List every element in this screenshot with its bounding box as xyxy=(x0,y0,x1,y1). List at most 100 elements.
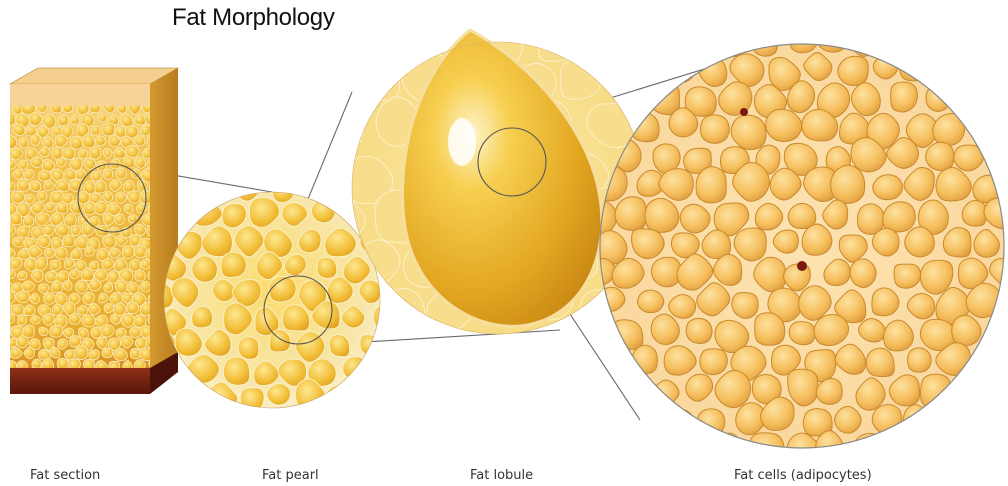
pearl-fat-cell xyxy=(326,385,352,412)
pearl-fat-cell xyxy=(207,175,233,201)
caption-fat-pearl: Fat pearl xyxy=(262,468,319,483)
block-fat-globule xyxy=(126,145,139,157)
adipocyte-cell xyxy=(992,430,1008,461)
block-fat-globule xyxy=(25,169,34,179)
block-fat-globule xyxy=(141,259,150,269)
block-fat-globule xyxy=(57,358,69,369)
adipocyte-cell xyxy=(681,26,709,55)
pearl-fat-cell xyxy=(317,257,337,278)
adipocyte-cell xyxy=(921,374,951,408)
block-fat-globule xyxy=(63,235,75,247)
lobule-outer-cell xyxy=(380,288,424,330)
block-fat-globule xyxy=(127,191,140,203)
pearl-fat-cell xyxy=(192,256,218,283)
block-fat-globule xyxy=(101,325,114,337)
adipocyte-cell xyxy=(602,350,630,378)
pearl-fat-cell xyxy=(311,200,335,222)
block-fat-globule xyxy=(12,191,25,203)
block-fat-globule xyxy=(130,327,141,338)
caption-fat-cells: Fat cells (adipocytes) xyxy=(734,468,872,483)
adipocyte-cell xyxy=(686,318,712,343)
adipocyte-cell xyxy=(613,373,643,401)
block-fat-globule xyxy=(103,169,112,179)
block-fat-globule xyxy=(116,168,127,179)
pearl-fat-cell xyxy=(329,334,349,356)
adipocyte-cell xyxy=(986,320,1008,350)
adipocyte-cell xyxy=(831,165,865,203)
block-fat-globule xyxy=(140,281,150,292)
adipocyte-cell xyxy=(976,54,1004,83)
adipocyte-cell xyxy=(908,348,932,372)
block-fat-globule xyxy=(7,338,17,347)
block-fat-globule xyxy=(141,125,151,136)
cell-nucleus-dot xyxy=(797,261,807,271)
adipocyte-cell xyxy=(697,409,725,438)
adipocyte-cell xyxy=(815,17,847,52)
block-fat-globule xyxy=(95,181,106,193)
block-fat-globule xyxy=(78,149,87,158)
adipocyte-cell xyxy=(891,82,918,112)
block-fat-globule xyxy=(58,115,69,126)
adipocyte-cell xyxy=(749,433,784,468)
block-fat-globule xyxy=(99,293,108,303)
block-fat-globule xyxy=(0,146,8,158)
block-fat-globule xyxy=(31,157,43,167)
block-fat-globule xyxy=(129,259,140,271)
adipocyte-cell xyxy=(629,401,659,433)
pearl-fat-cell xyxy=(223,357,249,386)
block-fat-globule xyxy=(56,202,68,214)
block-fat-globule xyxy=(30,181,41,192)
page-title: Fat Morphology xyxy=(172,4,335,32)
block-fat-globule xyxy=(102,124,115,136)
block-skin-layer xyxy=(10,84,150,106)
block-fat-globule xyxy=(0,192,9,204)
block-fat-globule xyxy=(89,350,99,360)
block-fat-globule xyxy=(13,169,24,179)
block-fat-globule xyxy=(104,283,113,292)
block-fat-cells xyxy=(0,100,161,372)
pearl-fat-cell xyxy=(221,252,246,278)
adipocyte-cell xyxy=(584,375,611,405)
fat-section-block xyxy=(0,68,178,394)
lobule-outer-cell xyxy=(539,29,576,62)
block-fat-globule xyxy=(0,124,9,136)
adipocyte-cell xyxy=(583,22,611,48)
adipocyte-cell xyxy=(889,432,917,461)
block-fat-globule xyxy=(0,323,11,337)
block-fat-globule xyxy=(90,146,101,159)
block-fat-globule xyxy=(63,281,72,291)
adipocyte-cell xyxy=(921,430,953,466)
block-fat-globule xyxy=(11,305,24,316)
adipocyte-cell xyxy=(701,115,730,143)
lobule-outer-cell xyxy=(382,14,430,61)
block-fat-globule xyxy=(17,271,26,280)
adipocyte-cell xyxy=(638,290,664,313)
block-fat-globule xyxy=(38,170,51,181)
block-fat-globule xyxy=(5,314,15,324)
adipocyte-cell xyxy=(630,113,659,142)
adipocyte-cell xyxy=(853,433,883,464)
adipocyte-cell xyxy=(973,349,1001,378)
lobule-outer-cell xyxy=(582,13,626,57)
block-fat-globule xyxy=(75,280,88,294)
lobule-outer-cell xyxy=(358,61,400,101)
adipocyte-cell xyxy=(900,52,932,81)
block-fat-globule xyxy=(74,346,88,360)
block-fat-globule xyxy=(30,316,40,325)
adipocyte-cell xyxy=(940,54,966,80)
block-fat-globule xyxy=(62,148,75,160)
adipocyte-cell xyxy=(700,349,728,375)
adipocyte-cell xyxy=(959,30,987,55)
block-fat-globule xyxy=(71,115,80,124)
block-fat-globule xyxy=(5,183,15,191)
adipocyte-cell xyxy=(650,28,680,56)
lobule-outer-cell xyxy=(561,60,601,99)
block-fat-globule xyxy=(69,313,80,324)
adipocyte-cell xyxy=(790,23,819,53)
block-fat-globule xyxy=(31,134,41,145)
pearl-fat-cell xyxy=(192,306,213,328)
lobule-highlight xyxy=(448,118,476,166)
block-fat-globule xyxy=(0,239,9,250)
pearl-fat-cell xyxy=(372,363,393,384)
caption-fat-section: Fat section xyxy=(30,468,100,483)
